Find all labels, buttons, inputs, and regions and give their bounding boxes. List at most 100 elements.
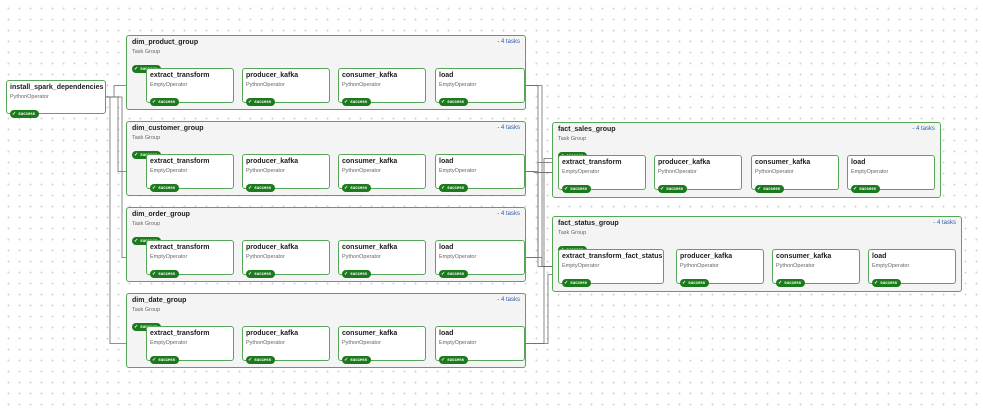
task-status: ✓success xyxy=(342,90,372,108)
task-operator: EmptyOperator xyxy=(872,263,910,269)
task-operator: PythonOperator xyxy=(246,254,285,260)
status-badge: ✓success xyxy=(342,98,372,106)
task-title: load xyxy=(851,159,866,166)
task-title: consumer_kafka xyxy=(776,253,832,260)
status-text: success xyxy=(158,271,176,276)
status-badge: ✓success xyxy=(246,270,276,278)
check-icon: ✓ xyxy=(344,99,349,105)
status-text: success xyxy=(158,99,176,104)
check-icon: ✓ xyxy=(248,185,253,191)
task-operator: PythonOperator xyxy=(658,169,697,175)
task-operator: EmptyOperator xyxy=(851,169,889,175)
task-status: ✓success xyxy=(342,262,372,280)
task-title: load xyxy=(872,253,887,260)
task-status: ✓success xyxy=(439,262,469,280)
status-text: success xyxy=(447,99,465,104)
task-operator: PythonOperator xyxy=(755,169,794,175)
task-operator: PythonOperator xyxy=(10,94,49,100)
status-badge: ✓success xyxy=(439,184,469,192)
status-badge: ✓success xyxy=(562,279,592,287)
status-text: success xyxy=(570,280,588,285)
status-badge: ✓success xyxy=(342,184,372,192)
task-operator: EmptyOperator xyxy=(150,82,188,88)
status-text: success xyxy=(447,185,465,190)
group-task-count[interactable]: - 4 tasks xyxy=(933,220,956,226)
status-text: success xyxy=(880,280,898,285)
task-title: producer_kafka xyxy=(658,159,711,166)
check-icon: ✓ xyxy=(564,186,569,192)
group-task-count[interactable]: - 4 tasks xyxy=(497,211,520,217)
group-subtitle: Task Group xyxy=(558,136,587,142)
check-icon: ✓ xyxy=(152,271,157,277)
group-title: dim_date_group xyxy=(132,297,187,304)
status-text: success xyxy=(570,186,588,191)
check-icon: ✓ xyxy=(441,271,446,277)
check-icon: ✓ xyxy=(12,111,17,117)
task-operator: EmptyOperator xyxy=(562,263,600,269)
status-text: success xyxy=(254,271,272,276)
group-title: fact_status_group xyxy=(558,220,619,227)
status-text: success xyxy=(254,99,272,104)
group-task-count[interactable]: - 4 tasks xyxy=(497,39,520,45)
status-text: success xyxy=(447,357,465,362)
task-operator: EmptyOperator xyxy=(150,168,188,174)
status-text: success xyxy=(158,185,176,190)
check-icon: ✓ xyxy=(134,66,139,72)
group-title: dim_product_group xyxy=(132,39,199,46)
check-icon: ✓ xyxy=(152,357,157,363)
task-operator: EmptyOperator xyxy=(439,168,477,174)
task-operator: PythonOperator xyxy=(680,263,719,269)
task-title: extract_transform xyxy=(150,72,210,79)
task-status: ✓success xyxy=(439,176,469,194)
task-status: ✓success xyxy=(658,177,688,195)
status-badge: ✓success xyxy=(658,185,688,193)
group-subtitle: Task Group xyxy=(132,49,161,55)
task-status: ✓success xyxy=(872,271,902,289)
task-status: ✓success xyxy=(150,176,180,194)
check-icon: ✓ xyxy=(778,280,783,286)
group-task-count[interactable]: - 4 tasks xyxy=(497,297,520,303)
task-title: producer_kafka xyxy=(246,158,299,165)
status-text: success xyxy=(350,185,368,190)
task-title: consumer_kafka xyxy=(342,330,398,337)
task-status: ✓success xyxy=(342,348,372,366)
group-task-count[interactable]: - 4 tasks xyxy=(497,125,520,131)
status-badge: ✓success xyxy=(439,98,469,106)
status-text: success xyxy=(254,185,272,190)
group-task-count[interactable]: - 4 tasks xyxy=(912,126,935,132)
status-badge: ✓success xyxy=(10,110,40,118)
task-title: install_spark_dependencies xyxy=(10,84,104,91)
check-icon: ✓ xyxy=(441,99,446,105)
status-text: success xyxy=(350,271,368,276)
check-icon: ✓ xyxy=(152,185,157,191)
check-icon: ✓ xyxy=(134,238,139,244)
status-badge: ✓success xyxy=(246,184,276,192)
group-subtitle: Task Group xyxy=(558,230,587,236)
task-operator: PythonOperator xyxy=(246,168,285,174)
